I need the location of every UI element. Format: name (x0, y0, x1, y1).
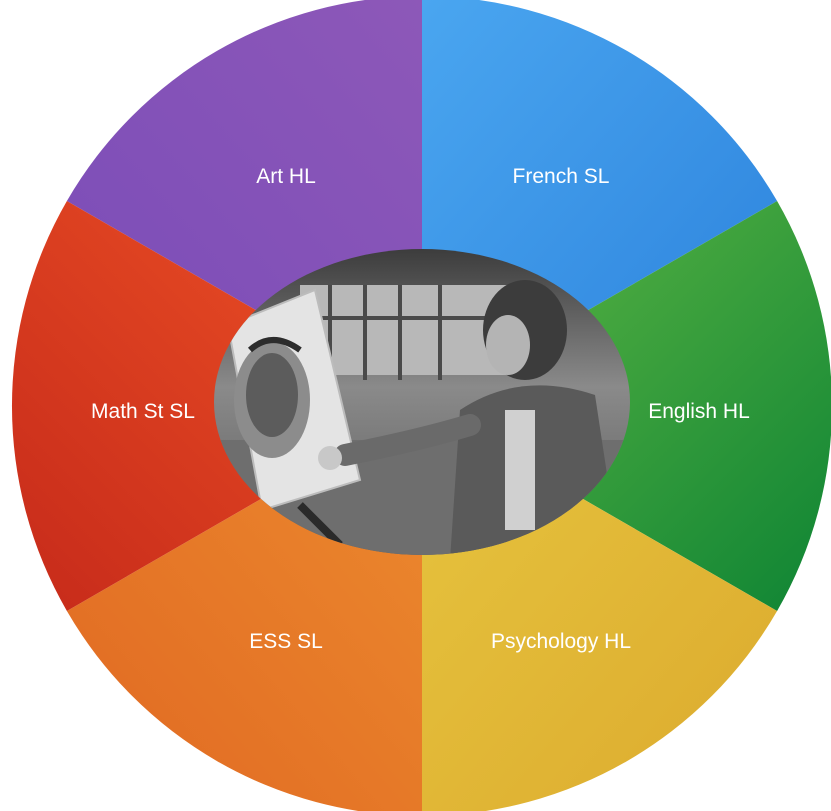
label-english-hl: English HL (648, 400, 750, 423)
center-photo (214, 249, 630, 555)
label-french-sl: French SL (513, 165, 610, 188)
label-ess-sl: ESS SL (249, 630, 323, 653)
label-math-st-sl: Math St SL (91, 400, 195, 423)
label-psychology-hl: Psychology HL (491, 630, 631, 653)
label-art-hl: Art HL (256, 165, 316, 188)
